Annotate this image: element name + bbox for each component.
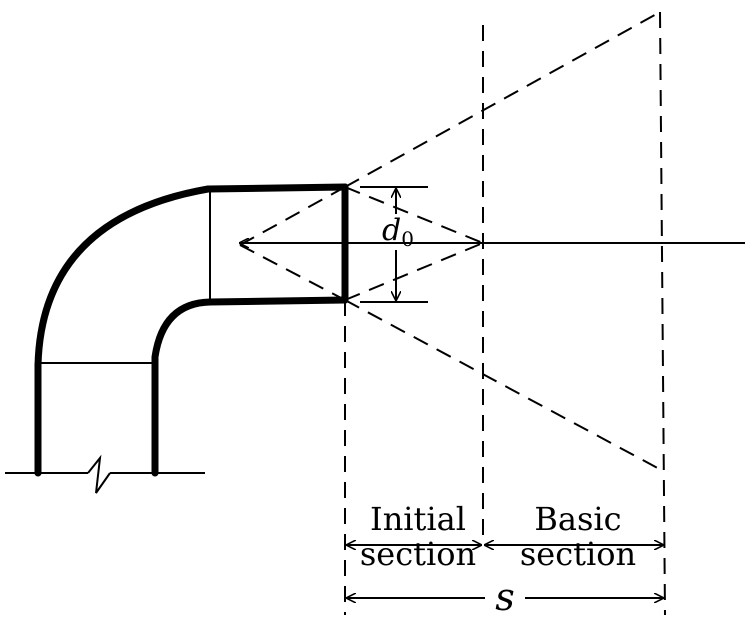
diameter-sub: 0 (401, 227, 414, 251)
jet-lines (239, 11, 745, 473)
basic-section-label-2: section (520, 535, 636, 573)
initial-section-label-2: section (360, 535, 476, 573)
jet-boundary-upper (344, 11, 661, 188)
distance-label: s (495, 575, 515, 619)
diameter-label: d0 (382, 213, 414, 251)
section-dimensions (347, 545, 663, 598)
duct-outer-wall (34, 183, 349, 477)
diameter-var: d (382, 213, 401, 248)
initial-section-label-1: Initial (370, 500, 466, 538)
jet-boundary-lower (344, 299, 666, 473)
core-line-lower (239, 244, 346, 301)
core-line-lower-2 (344, 242, 484, 301)
duct-inner-wall (151, 296, 349, 477)
section-boundaries (344, 11, 666, 616)
basic-section-label-1: Basic (534, 500, 621, 538)
elbow-duct (34, 183, 349, 477)
core-line-upper (239, 186, 346, 246)
diameter-dimension: d0 (360, 186, 428, 303)
core-line-upper-2 (344, 186, 484, 244)
boundary-end (659, 11, 666, 616)
